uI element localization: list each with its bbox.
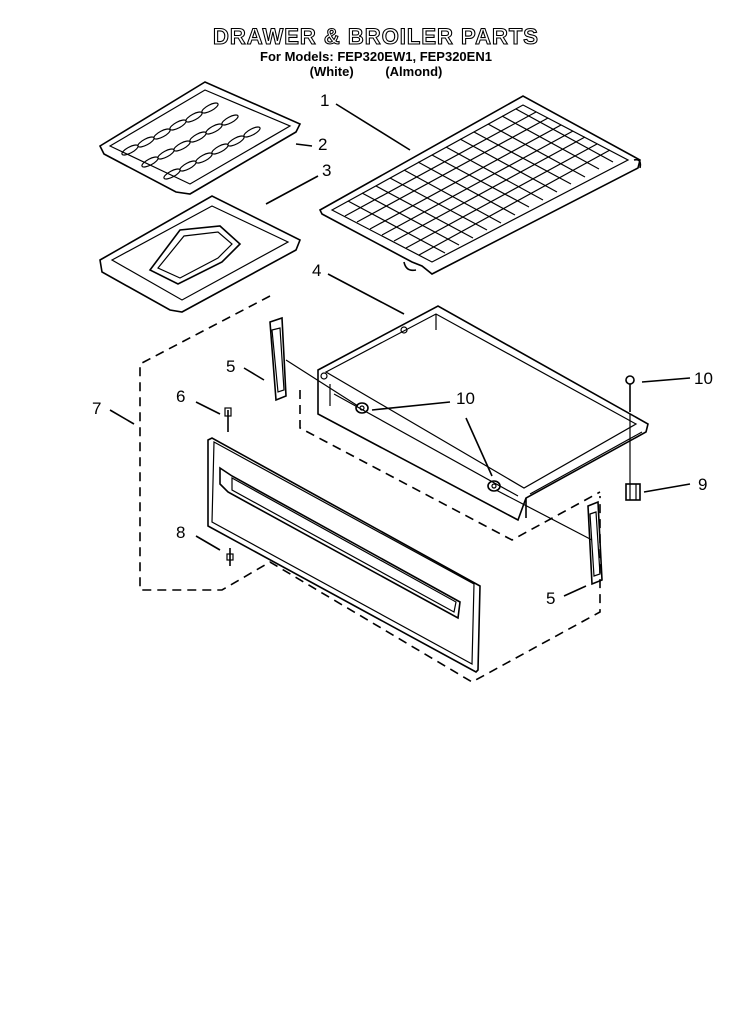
callout-4: 4 — [312, 261, 321, 280]
models-line: For Models: FEP320EW1, FEP320EN1 — [260, 49, 492, 64]
callout-10-mid: 10 — [456, 389, 475, 408]
screw-part-10-upper — [625, 375, 635, 412]
callout-5-right: 5 — [546, 589, 555, 608]
leader-lines — [109, 103, 691, 597]
callout-9: 9 — [698, 475, 707, 494]
drawer-front-part-7 — [207, 437, 481, 673]
color-white-label: (White) — [309, 64, 354, 79]
color-line: (White) (Almond) — [0, 64, 752, 79]
screw-part-8 — [226, 548, 234, 566]
callout-8: 8 — [176, 523, 185, 542]
screw-part-10-lower — [487, 480, 501, 492]
broiler-pan-part-3 — [99, 195, 302, 313]
screw-part-6 — [224, 407, 232, 432]
color-almond-label: (Almond) — [385, 64, 443, 79]
drawer-slide-part-5-left — [269, 316, 287, 402]
callout-5-left: 5 — [226, 357, 235, 376]
assembly-outline-drawer — [299, 390, 601, 541]
drawer-slide-part-5-right — [587, 500, 603, 586]
broiler-grid-part-2 — [98, 81, 302, 195]
drawer-body-part-4 — [317, 305, 649, 522]
screw-part-10-mid — [355, 402, 369, 414]
callout-1: 1 — [320, 91, 329, 110]
callout-10-upper: 10 — [694, 369, 713, 388]
assembly-outline-front — [139, 295, 601, 683]
callout-7: 7 — [92, 399, 101, 418]
clip-part-9 — [625, 483, 641, 501]
oven-rack-part-1 — [318, 95, 642, 275]
callout-2: 2 — [318, 135, 327, 154]
callout-6: 6 — [176, 387, 185, 406]
callout-3: 3 — [322, 161, 331, 180]
diagram-title: DRAWER & BROILER PARTS — [212, 23, 539, 49]
